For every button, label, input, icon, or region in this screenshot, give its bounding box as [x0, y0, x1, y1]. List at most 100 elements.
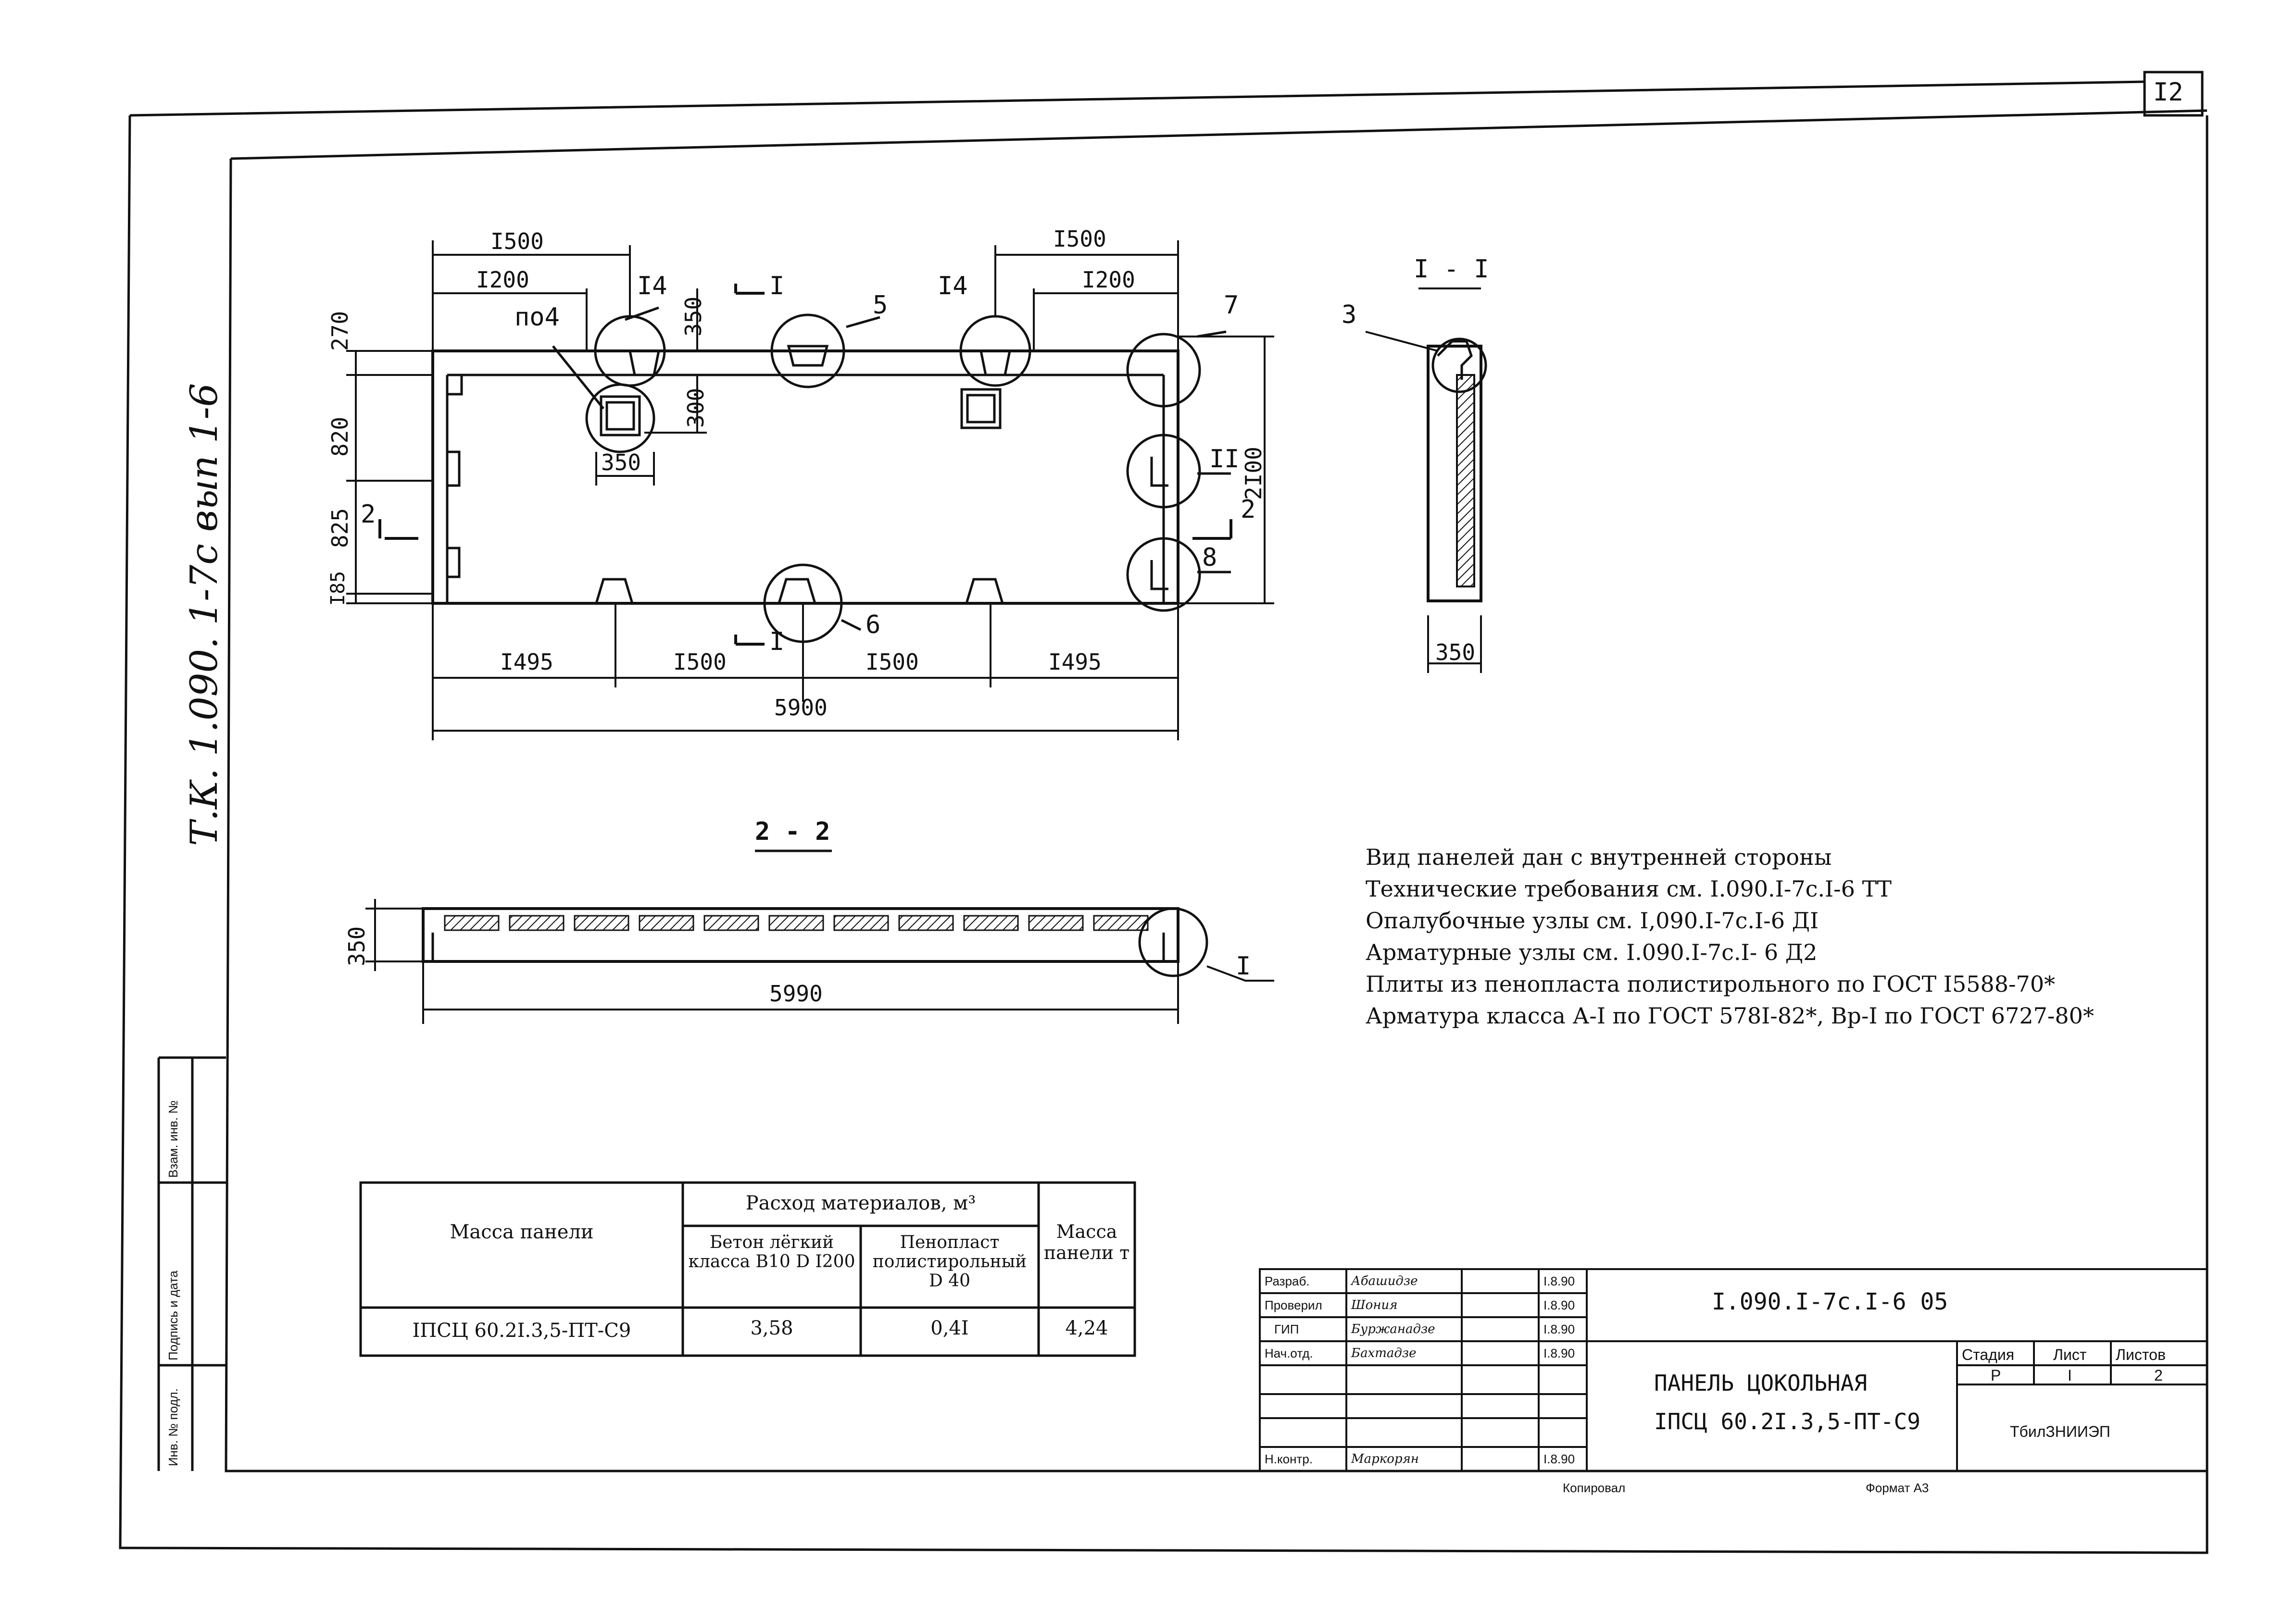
note-line-3: Опалубочные узлы см. I,090.I-7с.I-6 ДI	[1366, 908, 1819, 934]
general-notes: Вид панелей дан с внутренней стороны Тех…	[1366, 841, 2094, 1032]
foam-blocks	[444, 915, 1149, 931]
page-number-box	[2143, 71, 2204, 117]
role-5-date: I.8.90	[1543, 1452, 1575, 1466]
dim-left-270: 270	[327, 311, 353, 351]
detail-circle-5	[770, 313, 845, 388]
table-cell-foam: 0,4I	[930, 1317, 969, 1339]
dim-350-width: 350	[601, 449, 641, 475]
title-doc-code: I.090.I-7с.I-6 05	[1712, 1288, 1948, 1315]
role-2: Проверил	[1265, 1298, 1322, 1312]
role-4-name: Бахтадзе	[1351, 1346, 1417, 1360]
role-2-name: Шония	[1351, 1298, 1398, 1312]
dim-bottom-1495-right: I495	[1048, 649, 1102, 675]
copied-label: Копировал	[1563, 1481, 1626, 1495]
role-5: Н.контр.	[1265, 1452, 1313, 1466]
detail-circle-7	[1126, 333, 1201, 408]
note-line-6: Арматура класса А-I по ГОСТ 578I-82*, Вр…	[1366, 1003, 2094, 1029]
section-mark-1-bottom: I	[769, 627, 785, 656]
note-line-5: Плиты из пенопласта полистирольного по Г…	[1366, 971, 2056, 997]
role-3-date: I.8.90	[1543, 1322, 1575, 1336]
role-5-name: Маркорян	[1351, 1452, 1419, 1466]
dim-left-185: I85	[327, 571, 349, 606]
materials-table-grid	[359, 1181, 1136, 1357]
table-cell-name: IПСЦ 60.2I.3,5-ПТ-С9	[412, 1320, 631, 1342]
left-strip	[157, 1056, 226, 1471]
outer-frame	[119, 80, 2208, 1554]
section-2-title: 2 - 2	[755, 817, 830, 846]
dim-300-vertical: 300	[683, 387, 709, 428]
role-1: Разраб.	[1265, 1274, 1310, 1288]
dim-bottom-total: 5900	[774, 695, 828, 721]
section-2-length: 5990	[769, 981, 823, 1007]
callout-14-right: I4	[938, 272, 968, 300]
callout-8: 8	[1202, 543, 1217, 572]
title-block-grid	[1259, 1268, 2208, 1472]
table-cell-mass: 4,24	[1065, 1317, 1108, 1339]
role-1-name: Абашидзе	[1351, 1274, 1418, 1288]
table-header-materials: Расход материалов, м³	[745, 1192, 976, 1214]
strip-vzam: Взам. инв. №	[166, 1100, 180, 1178]
sheet-header: Лист	[2053, 1346, 2087, 1363]
foam-block	[703, 915, 759, 931]
foam-block	[444, 915, 500, 931]
callout-14-left: I4	[637, 272, 667, 300]
table-cell-concrete: 3,58	[750, 1317, 793, 1339]
section-mark-2-right: 2	[1241, 495, 1256, 524]
detail-circle-8	[1126, 537, 1201, 612]
title-line-1: ПАНЕЛЬ ЦОКОЛЬНАЯ	[1654, 1370, 1868, 1396]
dim-left-825: 825	[327, 508, 353, 548]
stage-value: Р	[1991, 1367, 2001, 1384]
sheets-header: Листов	[2116, 1346, 2166, 1363]
foam-block	[574, 915, 629, 931]
role-3: ГИП	[1274, 1322, 1299, 1336]
table-header-mass-panel: Масса панели	[450, 1221, 594, 1243]
section-mark-1-top: I	[769, 272, 785, 300]
stage-header: Стадия	[1962, 1346, 2015, 1363]
callout-6: 6	[866, 611, 881, 639]
page-number: I2	[2153, 78, 2183, 107]
note-line-1: Вид панелей дан с внутренней стороны	[1366, 844, 1832, 870]
role-2-date: I.8.90	[1543, 1298, 1575, 1312]
format-label: Формат А3	[1866, 1481, 1929, 1495]
strip-inv-podl: Инв. № подл.	[166, 1388, 180, 1466]
section-1	[1365, 287, 1487, 673]
table-header-mass-t: Масса панели т	[1043, 1221, 1130, 1263]
role-4: Нач.отд.	[1265, 1346, 1313, 1360]
callout-7: 7	[1224, 291, 1239, 320]
dim-top-right-1200: I200	[1082, 267, 1135, 293]
callout-II: II	[1209, 445, 1240, 474]
table-header-foam: Пенопласт полистирольный D 40	[872, 1233, 1027, 1291]
dim-bottom-1500-left: I500	[673, 649, 727, 675]
dim-left-820: 820	[327, 416, 353, 457]
section-2	[365, 849, 1274, 1024]
foam-block	[768, 915, 824, 931]
role-3-name: Буржанадзе	[1351, 1322, 1435, 1336]
section-1-width: 350	[1435, 639, 1476, 665]
dim-top-right-1500: I500	[1053, 226, 1106, 252]
section-2-height: 350	[344, 926, 370, 966]
sheets-value: 2	[2154, 1367, 2163, 1384]
section-1-callout-3: 3	[1342, 300, 1357, 329]
strip-podpis: Подпись и дата	[166, 1270, 180, 1360]
dim-right-2100: 2I00	[1241, 447, 1267, 500]
detail-circle-po4	[585, 383, 655, 453]
note-line-2: Технические требования см. I.090.I-7с.I-…	[1366, 876, 1892, 902]
section-1-title: I - I	[1414, 255, 1489, 284]
foam-block	[833, 915, 889, 931]
margin-note: Т.К. 1.090. 1-7с вып 1-6	[183, 383, 226, 846]
dim-350-vertical: 350	[680, 296, 706, 337]
dim-bottom-1500-right: I500	[866, 649, 919, 675]
foam-block	[1093, 915, 1149, 931]
title-line-2: IПСЦ 60.2I.3,5-ПТ-С9	[1654, 1409, 1920, 1434]
panel-outline	[431, 349, 1179, 605]
section-mark-2-left: 2	[361, 500, 376, 529]
callout-po4: по4	[514, 303, 560, 332]
foam-block	[898, 915, 954, 931]
callout-5: 5	[873, 291, 888, 320]
dim-top-left-1500: I500	[490, 228, 544, 254]
sheet-value: I	[2068, 1367, 2072, 1384]
section-2-callout-I: I	[1236, 952, 1251, 981]
org-name: ТбилЗНИИЭП	[2010, 1423, 2110, 1440]
foam-block	[639, 915, 694, 931]
